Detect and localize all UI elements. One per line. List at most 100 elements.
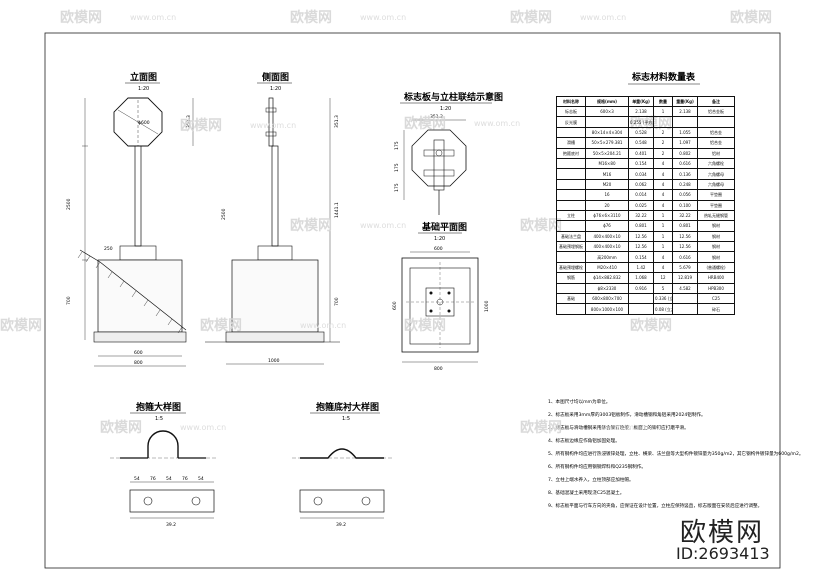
materials-cell: [556, 251, 586, 263]
svg-text:欧模网: 欧模网: [290, 9, 332, 26]
svg-text:39.2: 39.2: [336, 522, 346, 528]
materials-cell: 滑槽: [556, 137, 586, 149]
materials-cell: [556, 199, 586, 211]
materials-cell: [556, 126, 586, 139]
materials-cell: 50×5×279.381: [585, 137, 629, 149]
hoop-title: 抱箍大样图: [136, 401, 181, 413]
materials-cell: 2.138: [628, 105, 654, 118]
watermark-url: www.om.cn: [130, 13, 176, 22]
svg-text:欧模网: 欧模网: [730, 9, 772, 26]
materials-cell: 基础: [556, 293, 586, 305]
materials-cell: ɸ76×6×3110: [585, 209, 629, 222]
materials-cell: 4.582: [672, 282, 698, 295]
side-view-scale: 1:20: [270, 86, 281, 92]
elevation-scale: 1:20: [138, 86, 149, 92]
svg-text:2500: 2500: [66, 198, 72, 210]
materials-cell: 基础法兰盘: [556, 230, 586, 243]
materials-cell: 0.154: [628, 157, 654, 170]
svg-text:www.om.cn: www.om.cn: [300, 321, 346, 330]
materials-cell: 2.138: [672, 105, 698, 118]
svg-text:www.om.cn: www.om.cn: [580, 13, 626, 22]
materials-cell: 5.679: [672, 261, 698, 274]
materials-cell: [628, 303, 654, 315]
base-plate-detail: 抱箍底衬大样图 1:5 39.2: [292, 401, 392, 528]
svg-text:欧模网: 欧模网: [404, 115, 446, 132]
foundation-plan-title: 基础平面图: [421, 221, 467, 233]
materials-cell: 12.56: [628, 241, 654, 253]
svg-text:欧模网: 欧模网: [510, 9, 552, 26]
materials-cell: 20: [585, 199, 629, 211]
svg-text:www.om.cn: www.om.cn: [474, 119, 520, 128]
materials-cell: 六角螺母: [697, 178, 735, 191]
materials-cell: 0.062: [628, 178, 654, 191]
materials-cell: 基础预埋螺栓: [556, 261, 586, 274]
materials-cell: 4: [653, 168, 673, 180]
materials-cell: 2: [653, 126, 673, 139]
side-view-foundation: [231, 259, 319, 333]
materials-cell: 1: [653, 230, 673, 243]
materials-cell: 0.034: [628, 168, 654, 180]
materials-cell: 反光膜: [556, 116, 586, 128]
materials-cell: 0.056: [672, 189, 698, 201]
materials-cell: 400×400×10: [585, 230, 629, 243]
materials-cell: 32.22: [672, 209, 698, 222]
svg-text:54: 54: [166, 476, 172, 482]
materials-cell: 12.56: [672, 230, 698, 243]
svg-text:4、标志板边缘应作角铝加固处理。: 4、标志板边缘应作角铝加固处理。: [548, 437, 620, 444]
materials-cell: 600×3: [585, 105, 629, 118]
materials-cell: (普通螺栓): [697, 261, 735, 274]
materials-cell: C25: [697, 293, 735, 305]
svg-text:欧模网: 欧模网: [200, 317, 242, 334]
svg-text:600: 600: [134, 350, 143, 356]
svg-text:39.2: 39.2: [166, 522, 176, 528]
side-view-title: 侧面图: [262, 71, 289, 83]
materials-cell: 12.819: [672, 272, 698, 284]
materials-cell: M16×80: [585, 157, 629, 170]
materials-cell: [556, 282, 586, 295]
svg-text:175: 175: [394, 141, 400, 150]
materials-cell: [628, 293, 654, 305]
materials-cell: 0.255 (平方米): [628, 116, 654, 128]
svg-text:800: 800: [134, 360, 143, 366]
svg-text:欧模网: 欧模网: [100, 419, 142, 436]
materials-cell: 1: [653, 105, 673, 118]
materials-cell: 0.401: [628, 147, 654, 159]
svg-text:欧模网: 欧模网: [520, 217, 562, 234]
svg-text:ɸ600: ɸ600: [138, 120, 150, 126]
svg-text:175: 175: [394, 183, 400, 192]
svg-text:www.om.cn: www.om.cn: [600, 423, 646, 432]
materials-cell: 铝合金: [697, 137, 735, 149]
elevation-title: 立面图: [130, 71, 157, 83]
materials-cell: 2: [653, 137, 673, 149]
materials-cell: 5: [653, 282, 673, 295]
connection-detail: 标志板与立柱联结示意图 1:20 351.3 175 175 175: [394, 91, 503, 215]
base-plate-title: 抱箍底衬大样图: [316, 401, 379, 413]
brand-block: 欧模网 ID:2693413: [676, 512, 806, 563]
watermark-layer: 欧模网 www.om.cn 欧模网 www.om.cn 欧模网 www.om.c…: [0, 9, 772, 436]
materials-cell: 800×1000×100: [585, 303, 629, 315]
materials-cell: 0.801: [628, 220, 654, 232]
materials-cell: 12.56: [672, 241, 698, 253]
svg-text:5、所有钢构件均应进行热浸镀锌处理，立柱、横梁、法兰盘等大型: 5、所有钢构件均应进行热浸镀锌处理，立柱、横梁、法兰盘等大型构件镀锌量为350g…: [548, 450, 804, 457]
materials-cell: 2: [653, 147, 673, 159]
materials-cell: M20: [585, 178, 629, 191]
materials-cell: 钢筋: [556, 272, 586, 284]
materials-cell: 4: [653, 178, 673, 191]
connection-title: 标志板与立柱联结示意图: [403, 91, 503, 103]
svg-text:76: 76: [150, 476, 156, 482]
materials-cell: 600×800×700: [585, 293, 629, 305]
svg-text:欧模网: 欧模网: [520, 419, 562, 436]
